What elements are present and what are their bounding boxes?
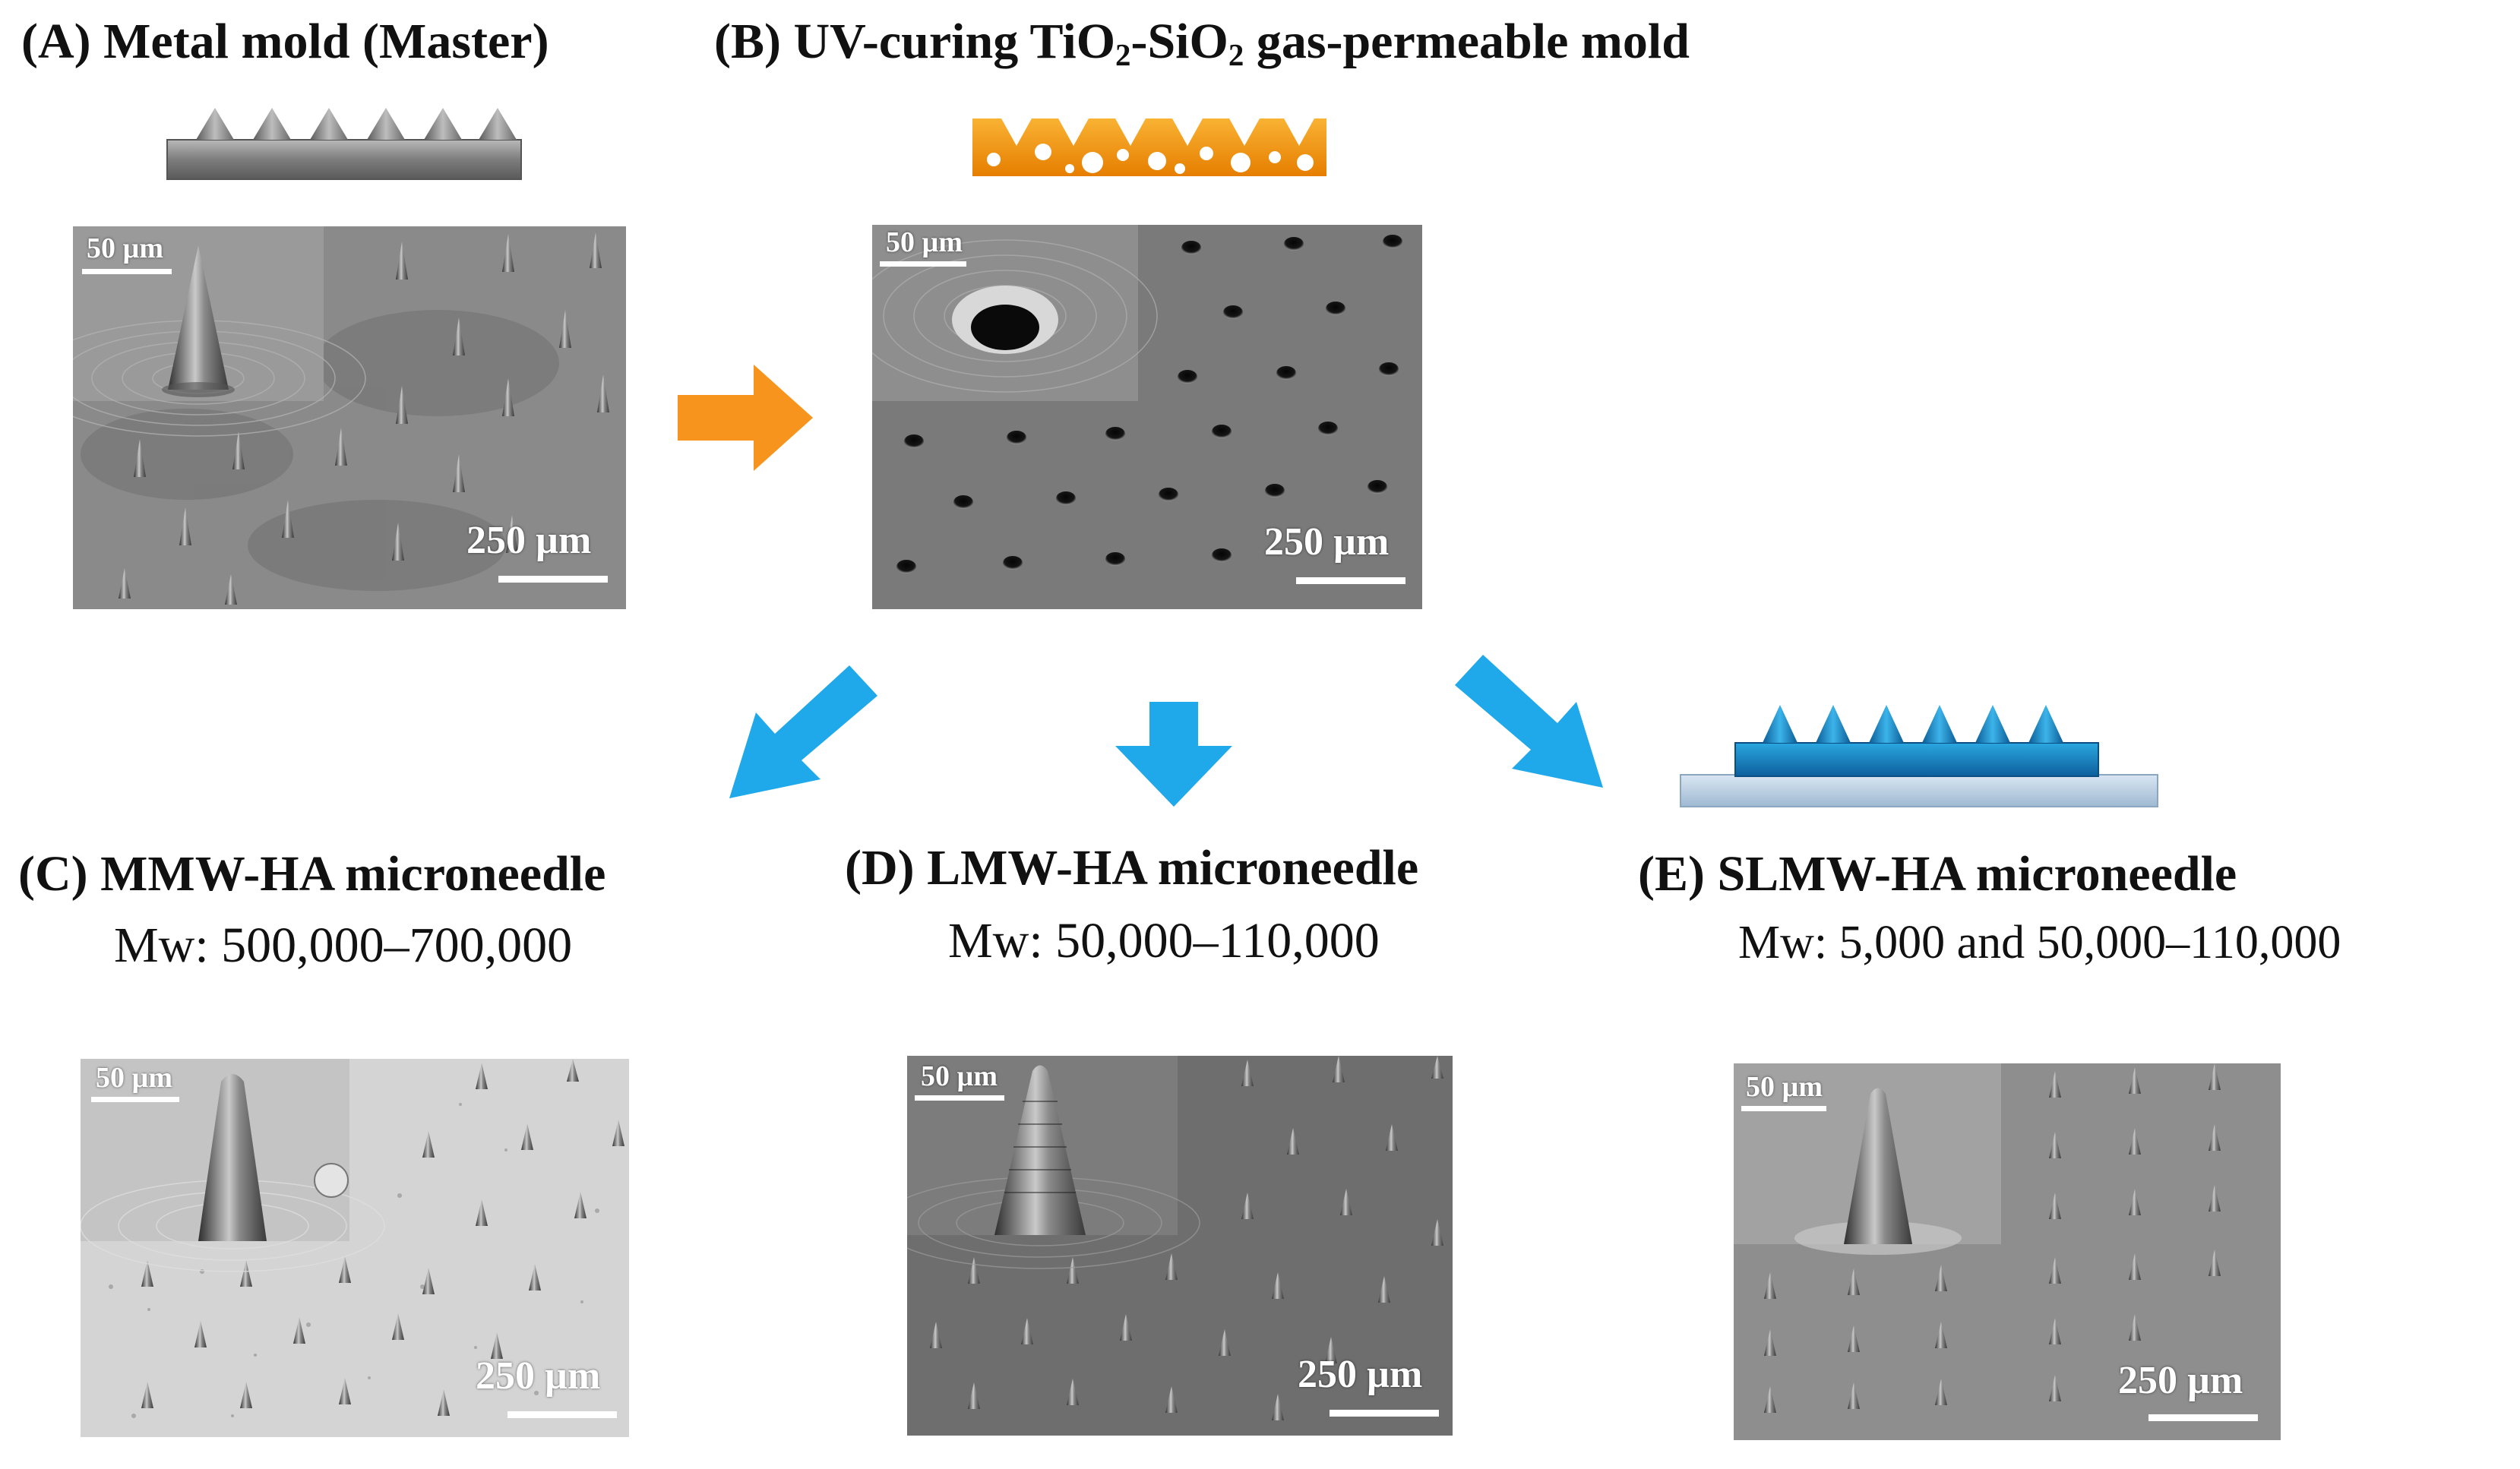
scale-bar-50um (91, 1097, 179, 1102)
panel-a-title: (A) Metal mold (Master) (21, 14, 549, 69)
scale-bar-250um (498, 576, 608, 583)
panel-b-title: (B) UV-curing TiO2-SiO2 gas-permeable mo… (714, 14, 1690, 73)
scale-label-250um: 250 µm (2118, 1359, 2243, 1402)
blue-arrow-down-left-icon (729, 665, 877, 798)
scale-bar-50um (1741, 1106, 1826, 1111)
orange-arrow-icon (678, 365, 813, 471)
scale-bar-250um (1330, 1410, 1439, 1417)
sem-image-lmw-ha-microneedle: 50 µm 250 µm (907, 1056, 1453, 1436)
scale-label-50um: 50 µm (1746, 1071, 1823, 1103)
scale-bar-50um (915, 1095, 1004, 1101)
scale-label-250um: 250 µm (1298, 1353, 1423, 1396)
panel-e-title: (E) SLMW-HA microneedle (1638, 846, 2237, 902)
scale-label-50um: 50 µm (96, 1062, 173, 1094)
blue-arrow-down-icon (1115, 702, 1232, 807)
gas-permeable-mold-schematic (972, 118, 1326, 176)
metal-mold-schematic (166, 108, 522, 180)
scale-bar-250um (507, 1411, 617, 1418)
panel-e-mw: Mw: 5,000 and 50,000–110,000 (1738, 917, 2341, 968)
scale-bar-250um (1296, 577, 1405, 584)
sem-image-mmw-ha-microneedle: 50 µm 250 µm (81, 1059, 629, 1437)
microneedle-schematic (1680, 705, 2158, 807)
scale-label-50um: 50 µm (886, 226, 963, 258)
panel-c-mw: Mw: 500,000–700,000 (114, 918, 573, 973)
blue-arrow-down-right-icon (1455, 655, 1603, 788)
scale-label-50um: 50 µm (921, 1060, 998, 1092)
scale-bar-50um (880, 261, 966, 267)
sem-image-metal-mold: 50 µm 250 µm (73, 226, 626, 609)
panel-c-title: (C) MMW-HA microneedle (18, 846, 606, 902)
panel-d-title: (D) LMW-HA microneedle (845, 840, 1419, 896)
scale-label-50um: 50 µm (87, 232, 164, 264)
sem-image-gas-permeable-mold: 50 µm 250 µm (872, 225, 1422, 609)
scale-bar-50um (82, 269, 172, 274)
sem-image-slmw-ha-microneedle: 50 µm 250 µm (1734, 1063, 2281, 1440)
panel-d-mw: Mw: 50,000–110,000 (948, 913, 1380, 968)
scale-label-250um: 250 µm (466, 519, 592, 562)
scale-label-250um: 250 µm (476, 1354, 601, 1398)
scale-bar-250um (2148, 1414, 2258, 1421)
scale-label-250um: 250 µm (1264, 520, 1390, 564)
